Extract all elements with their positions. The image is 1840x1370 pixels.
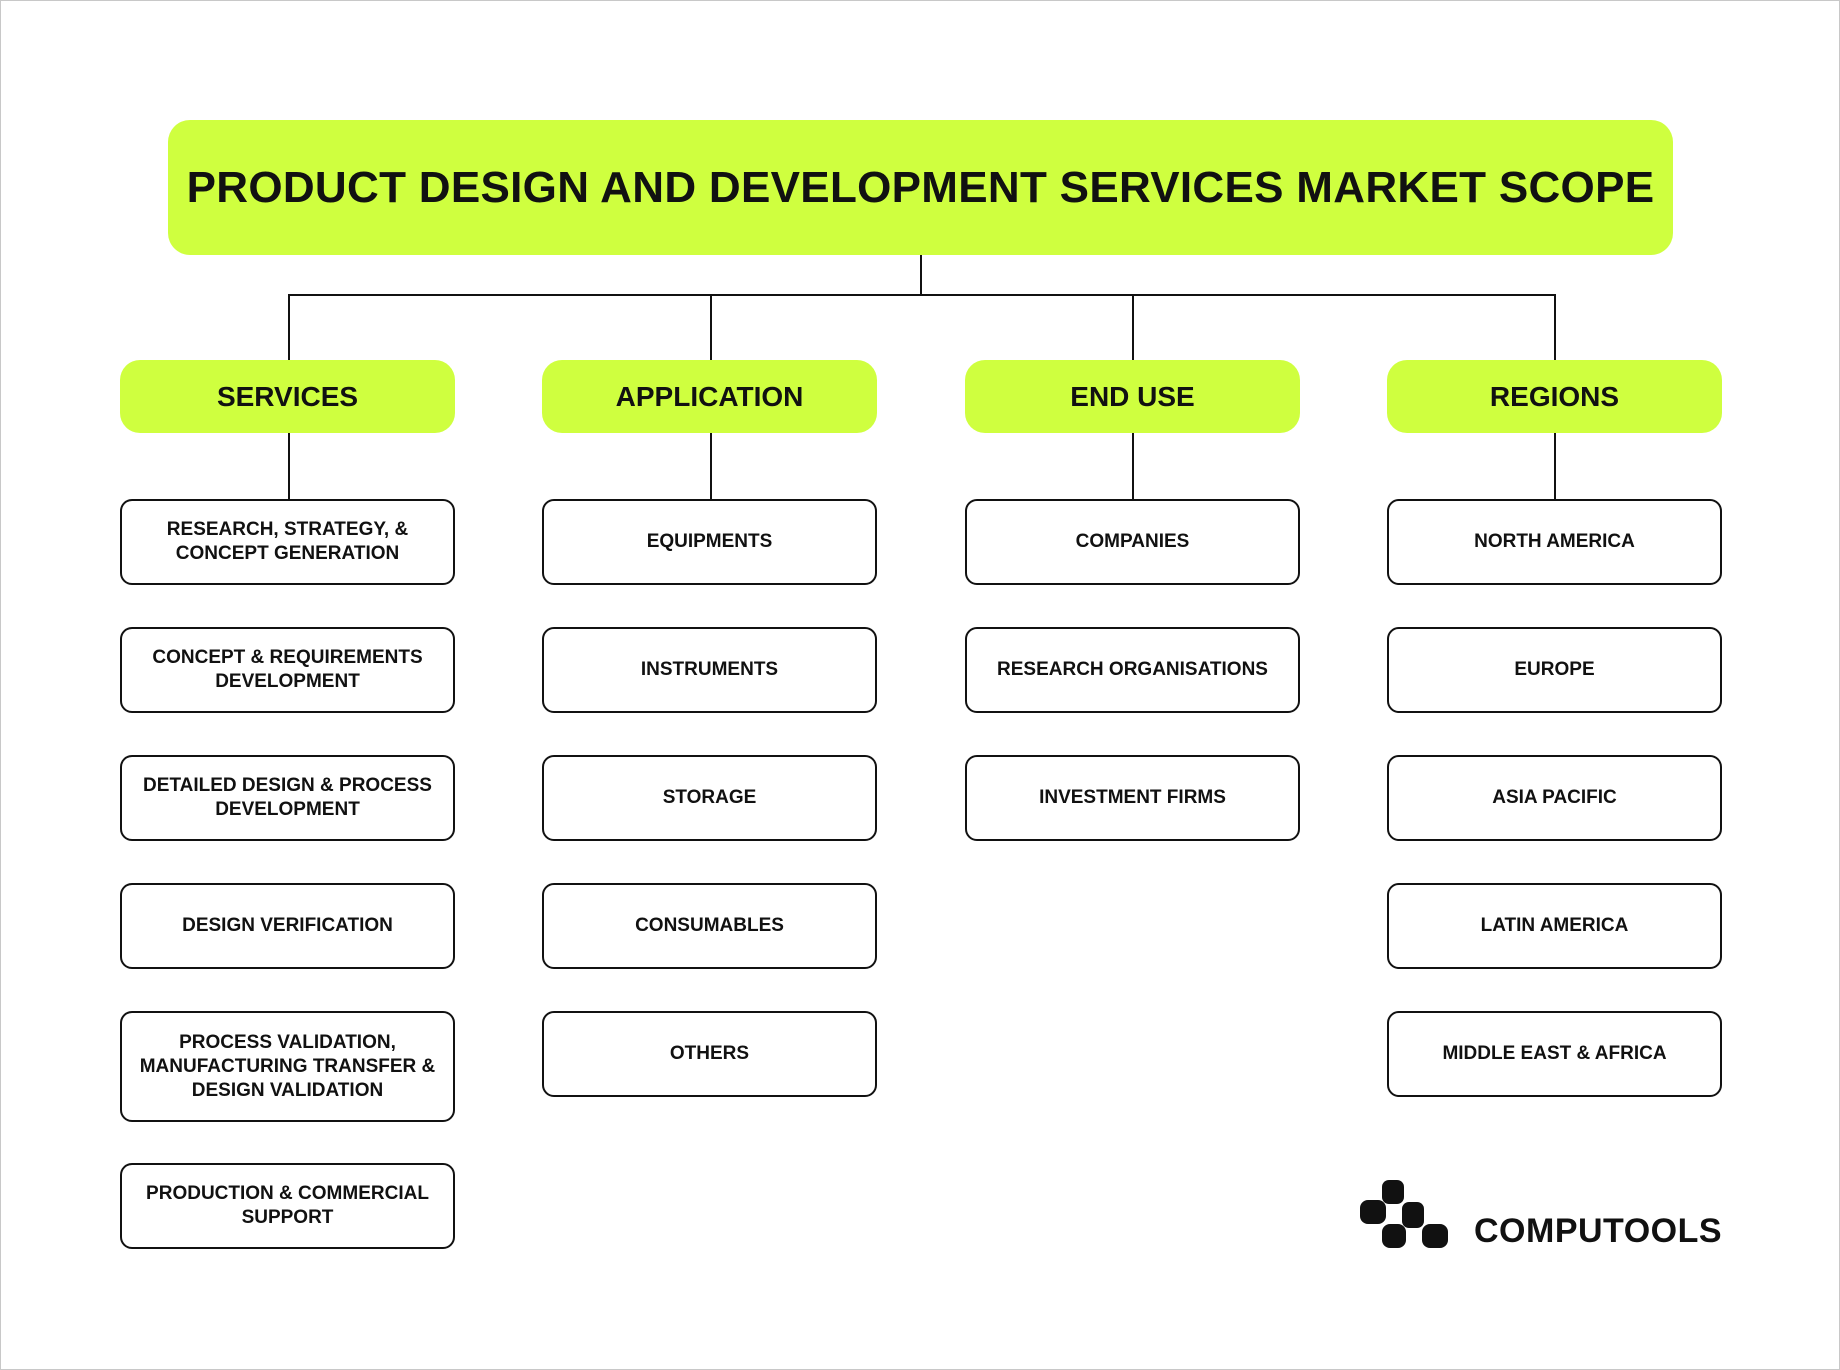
end-use-item: COMPANIES xyxy=(965,499,1300,585)
connector-regions xyxy=(1554,294,1556,360)
connector-application-down xyxy=(710,433,712,499)
connector-horizontal xyxy=(288,294,1556,296)
regions-item: MIDDLE EAST & AFRICA xyxy=(1387,1011,1722,1097)
leaf-label: ASIA PACIFIC xyxy=(1492,787,1617,808)
application-item: INSTRUMENTS xyxy=(542,627,877,713)
diagram-title: PRODUCT DESIGN AND DEVELOPMENT SERVICES … xyxy=(186,162,1655,212)
leaf-label: DESIGN VERIFICATION xyxy=(182,915,393,936)
application-item: CONSUMABLES xyxy=(542,883,877,969)
regions-item: EUROPE xyxy=(1387,627,1722,713)
application-item: OTHERS xyxy=(542,1011,877,1097)
leaf-label: RESEARCH ORGANISATIONS xyxy=(997,659,1268,680)
category-application: APPLICATION xyxy=(542,360,877,433)
leaf-label: CONCEPT & REQUIREMENTS DEVELOPMENT xyxy=(152,647,423,692)
services-item: PROCESS VALIDATION, MANUFACTURING TRANSF… xyxy=(120,1011,455,1122)
leaf-label: LATIN AMERICA xyxy=(1480,915,1629,936)
connector-services-down xyxy=(288,433,290,499)
connector-services xyxy=(288,294,290,360)
category-end-use: END USE xyxy=(965,360,1300,433)
leaf-label: PRODUCTION & COMMERCIAL SUPPORT xyxy=(146,1183,429,1228)
leaf-label: OTHERS xyxy=(669,1043,750,1064)
leaf-label: INSTRUMENTS xyxy=(640,659,779,680)
services-item: RESEARCH, STRATEGY, & CONCEPT GENERATION xyxy=(120,499,455,585)
leaf-label: STORAGE xyxy=(662,787,757,808)
services-item: DESIGN VERIFICATION xyxy=(120,883,455,969)
leaf-label: INVESTMENT FIRMS xyxy=(1039,787,1226,808)
regions-item: ASIA PACIFIC xyxy=(1387,755,1722,841)
leaf-label: NORTH AMERICA xyxy=(1474,531,1635,552)
leaf-label: COMPANIES xyxy=(1075,531,1190,552)
services-item: DETAILED DESIGN & PROCESS DEVELOPMENT xyxy=(120,755,455,841)
leaf-label: RESEARCH, STRATEGY, & CONCEPT GENERATION xyxy=(166,519,409,564)
leaf-label: PROCESS VALIDATION, MANUFACTURING TRANSF… xyxy=(139,1031,436,1101)
logo-text: COMPUTOOLS xyxy=(1474,1212,1723,1250)
connector-trunk xyxy=(920,255,922,295)
category-label: REGIONS xyxy=(1489,380,1620,412)
end-use-item: RESEARCH ORGANISATIONS xyxy=(965,627,1300,713)
category-label: END USE xyxy=(1070,380,1195,412)
diagram-title-box: PRODUCT DESIGN AND DEVELOPMENT SERVICES … xyxy=(168,120,1673,255)
computools-logo-icon xyxy=(1360,1180,1448,1248)
category-label: SERVICES xyxy=(216,380,359,412)
regions-item: NORTH AMERICA xyxy=(1387,499,1722,585)
services-item: CONCEPT & REQUIREMENTS DEVELOPMENT xyxy=(120,627,455,713)
leaf-label: EUROPE xyxy=(1514,659,1595,680)
leaf-label: MIDDLE EAST & AFRICA xyxy=(1442,1043,1667,1064)
category-regions: REGIONS xyxy=(1387,360,1722,433)
services-item: PRODUCTION & COMMERCIAL SUPPORT xyxy=(120,1163,455,1249)
regions-item: LATIN AMERICA xyxy=(1387,883,1722,969)
end-use-item: INVESTMENT FIRMS xyxy=(965,755,1300,841)
connector-end-use-down xyxy=(1132,433,1134,499)
leaf-label: EQUIPMENTS xyxy=(646,531,773,552)
connector-application xyxy=(710,294,712,360)
application-item: STORAGE xyxy=(542,755,877,841)
computools-logo: COMPUTOOLS xyxy=(1358,1178,1722,1250)
leaf-label: DETAILED DESIGN & PROCESS DEVELOPMENT xyxy=(143,775,432,820)
category-label: APPLICATION xyxy=(615,380,804,412)
application-item: EQUIPMENTS xyxy=(542,499,877,585)
connector-regions-down xyxy=(1554,433,1556,499)
category-services: SERVICES xyxy=(120,360,455,433)
connector-end-use xyxy=(1132,294,1134,360)
leaf-label: CONSUMABLES xyxy=(635,915,784,936)
